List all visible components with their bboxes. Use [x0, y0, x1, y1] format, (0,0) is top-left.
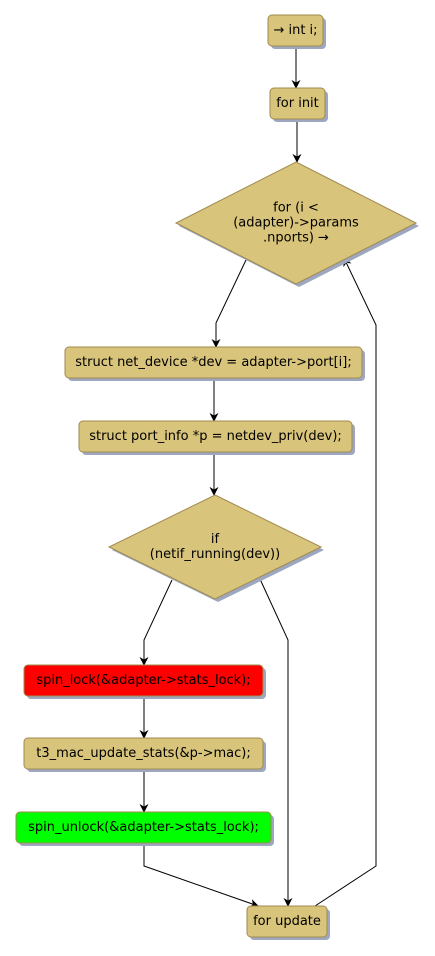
- node-label: .nports) →: [263, 231, 329, 246]
- decision-diamond: [174, 161, 418, 285]
- node-n6: if(netif_running(dev)): [107, 494, 324, 602]
- node-label: (adapter)->params: [233, 216, 359, 231]
- node-n8: t3_mac_update_stats(&p->mac);: [23, 737, 266, 772]
- edge-n6-n10: [259, 578, 293, 907]
- process-box: [269, 87, 326, 120]
- node-n3: for (i <(adapter)->params.nports) →: [174, 161, 419, 287]
- node-label: struct port_info *p = netdev_priv(dev);: [89, 429, 342, 444]
- node-label: (netif_running(dev)): [150, 547, 280, 562]
- node-label: spin_lock(&adapter->stats_lock);: [36, 673, 250, 688]
- process-box: [78, 420, 353, 453]
- process-box: [267, 14, 324, 47]
- edge-n3-n4: [211, 259, 247, 348]
- node-n2: for init: [269, 87, 328, 122]
- edges: [139, 46, 377, 908]
- edge-n9-n10: [143, 843, 259, 908]
- node-label: if: [211, 532, 220, 547]
- edge-n6-n7: [139, 579, 173, 666]
- process-box: [23, 664, 264, 697]
- node-n4: struct net_device *dev = adapter->port[i…: [64, 346, 365, 381]
- node-n7: spin_lock(&adapter->stats_lock);: [23, 664, 266, 699]
- node-label: → int i;: [273, 23, 317, 38]
- node-n9: spin_unlock(&adapter->stats_lock);: [15, 811, 274, 846]
- node-n10: for update: [246, 905, 330, 940]
- node-label: spin_unlock(&adapter->stats_lock);: [28, 820, 259, 835]
- process-box: [246, 905, 328, 938]
- node-n5: struct port_info *p = netdev_priv(dev);: [78, 420, 355, 455]
- node-label: struct net_device *dev = adapter->port[i…: [75, 355, 352, 370]
- node-label: for (i <: [273, 201, 319, 216]
- node-label: for init: [276, 96, 319, 111]
- process-box: [23, 737, 264, 770]
- process-box: [64, 346, 363, 379]
- node-label: t3_mac_update_stats(&p->mac);: [36, 746, 250, 761]
- edge-n10-n3: [314, 257, 377, 907]
- nodes: → int i; for init for (i <(adapter)->param…: [15, 14, 419, 940]
- process-box: [15, 811, 272, 844]
- node-label: for update: [253, 914, 321, 929]
- decision-diamond: [107, 494, 323, 600]
- node-n1: → int i;: [267, 14, 326, 49]
